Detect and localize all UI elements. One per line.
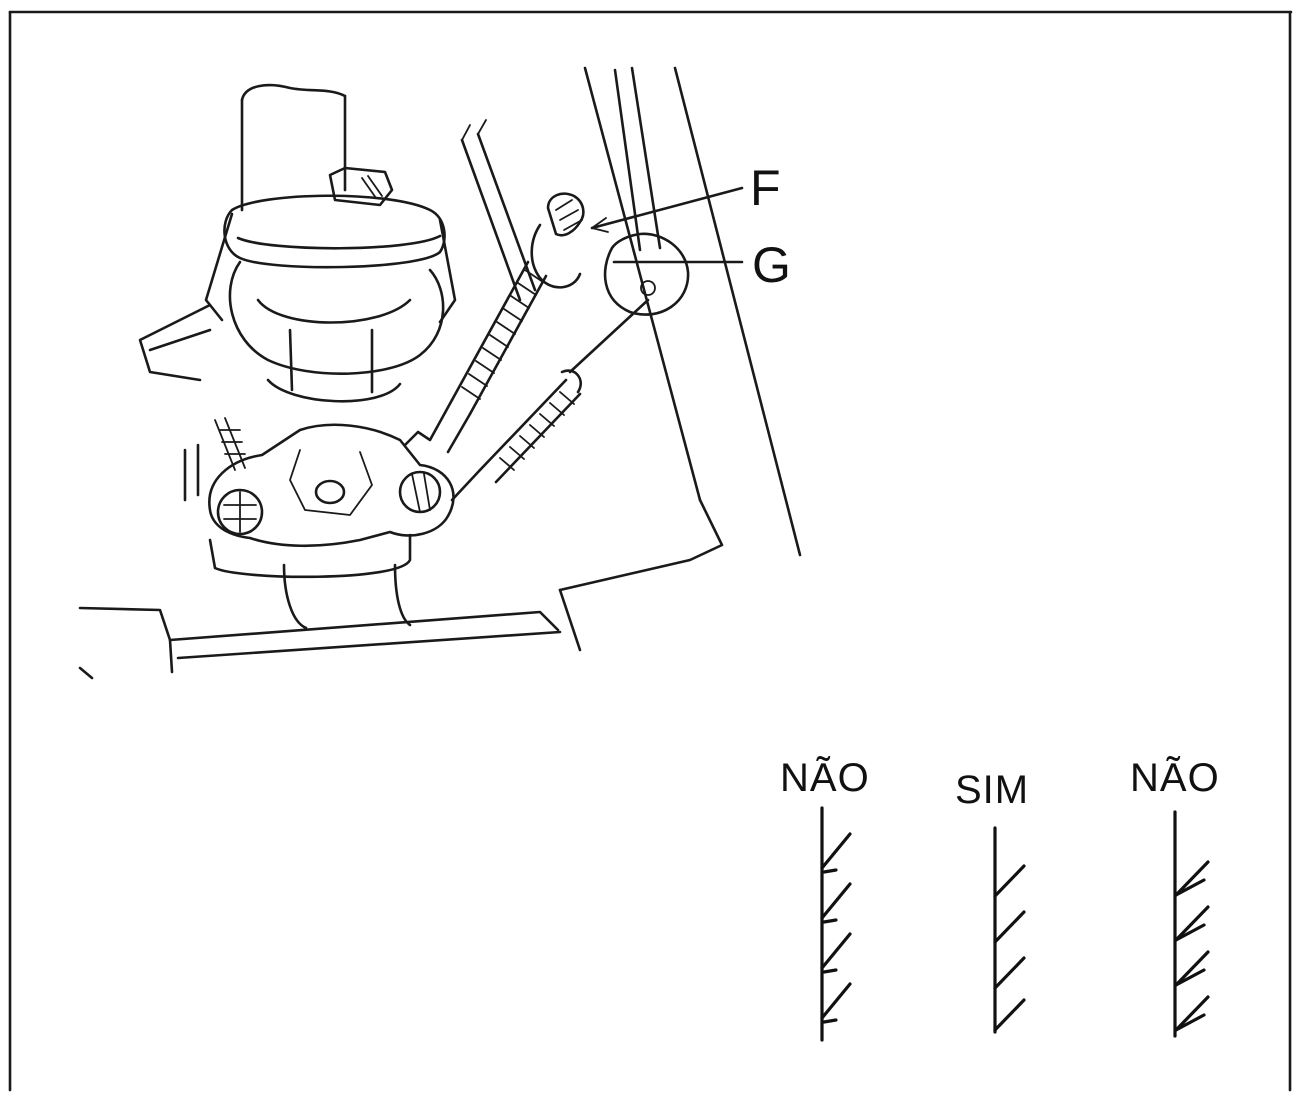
machine-illustration: [78, 66, 802, 680]
stitch-example-1: [820, 806, 852, 1042]
stitch-example-3: [1173, 810, 1210, 1038]
figure-frame: [8, 10, 1293, 1092]
lower-spring: [450, 298, 650, 502]
callout-f-leader: [590, 186, 744, 230]
stitch-example-2: [993, 826, 1026, 1034]
upper-spring: [450, 260, 548, 416]
stitch-label-1: NÃO: [780, 756, 870, 800]
stitch-label-2: SIM: [955, 768, 1030, 812]
callout-f-arrowhead: [591, 217, 609, 233]
stitch-label-3: NÃO: [1130, 756, 1220, 800]
callout-g-label: G: [752, 237, 791, 293]
callout-f-label: F: [750, 160, 781, 216]
